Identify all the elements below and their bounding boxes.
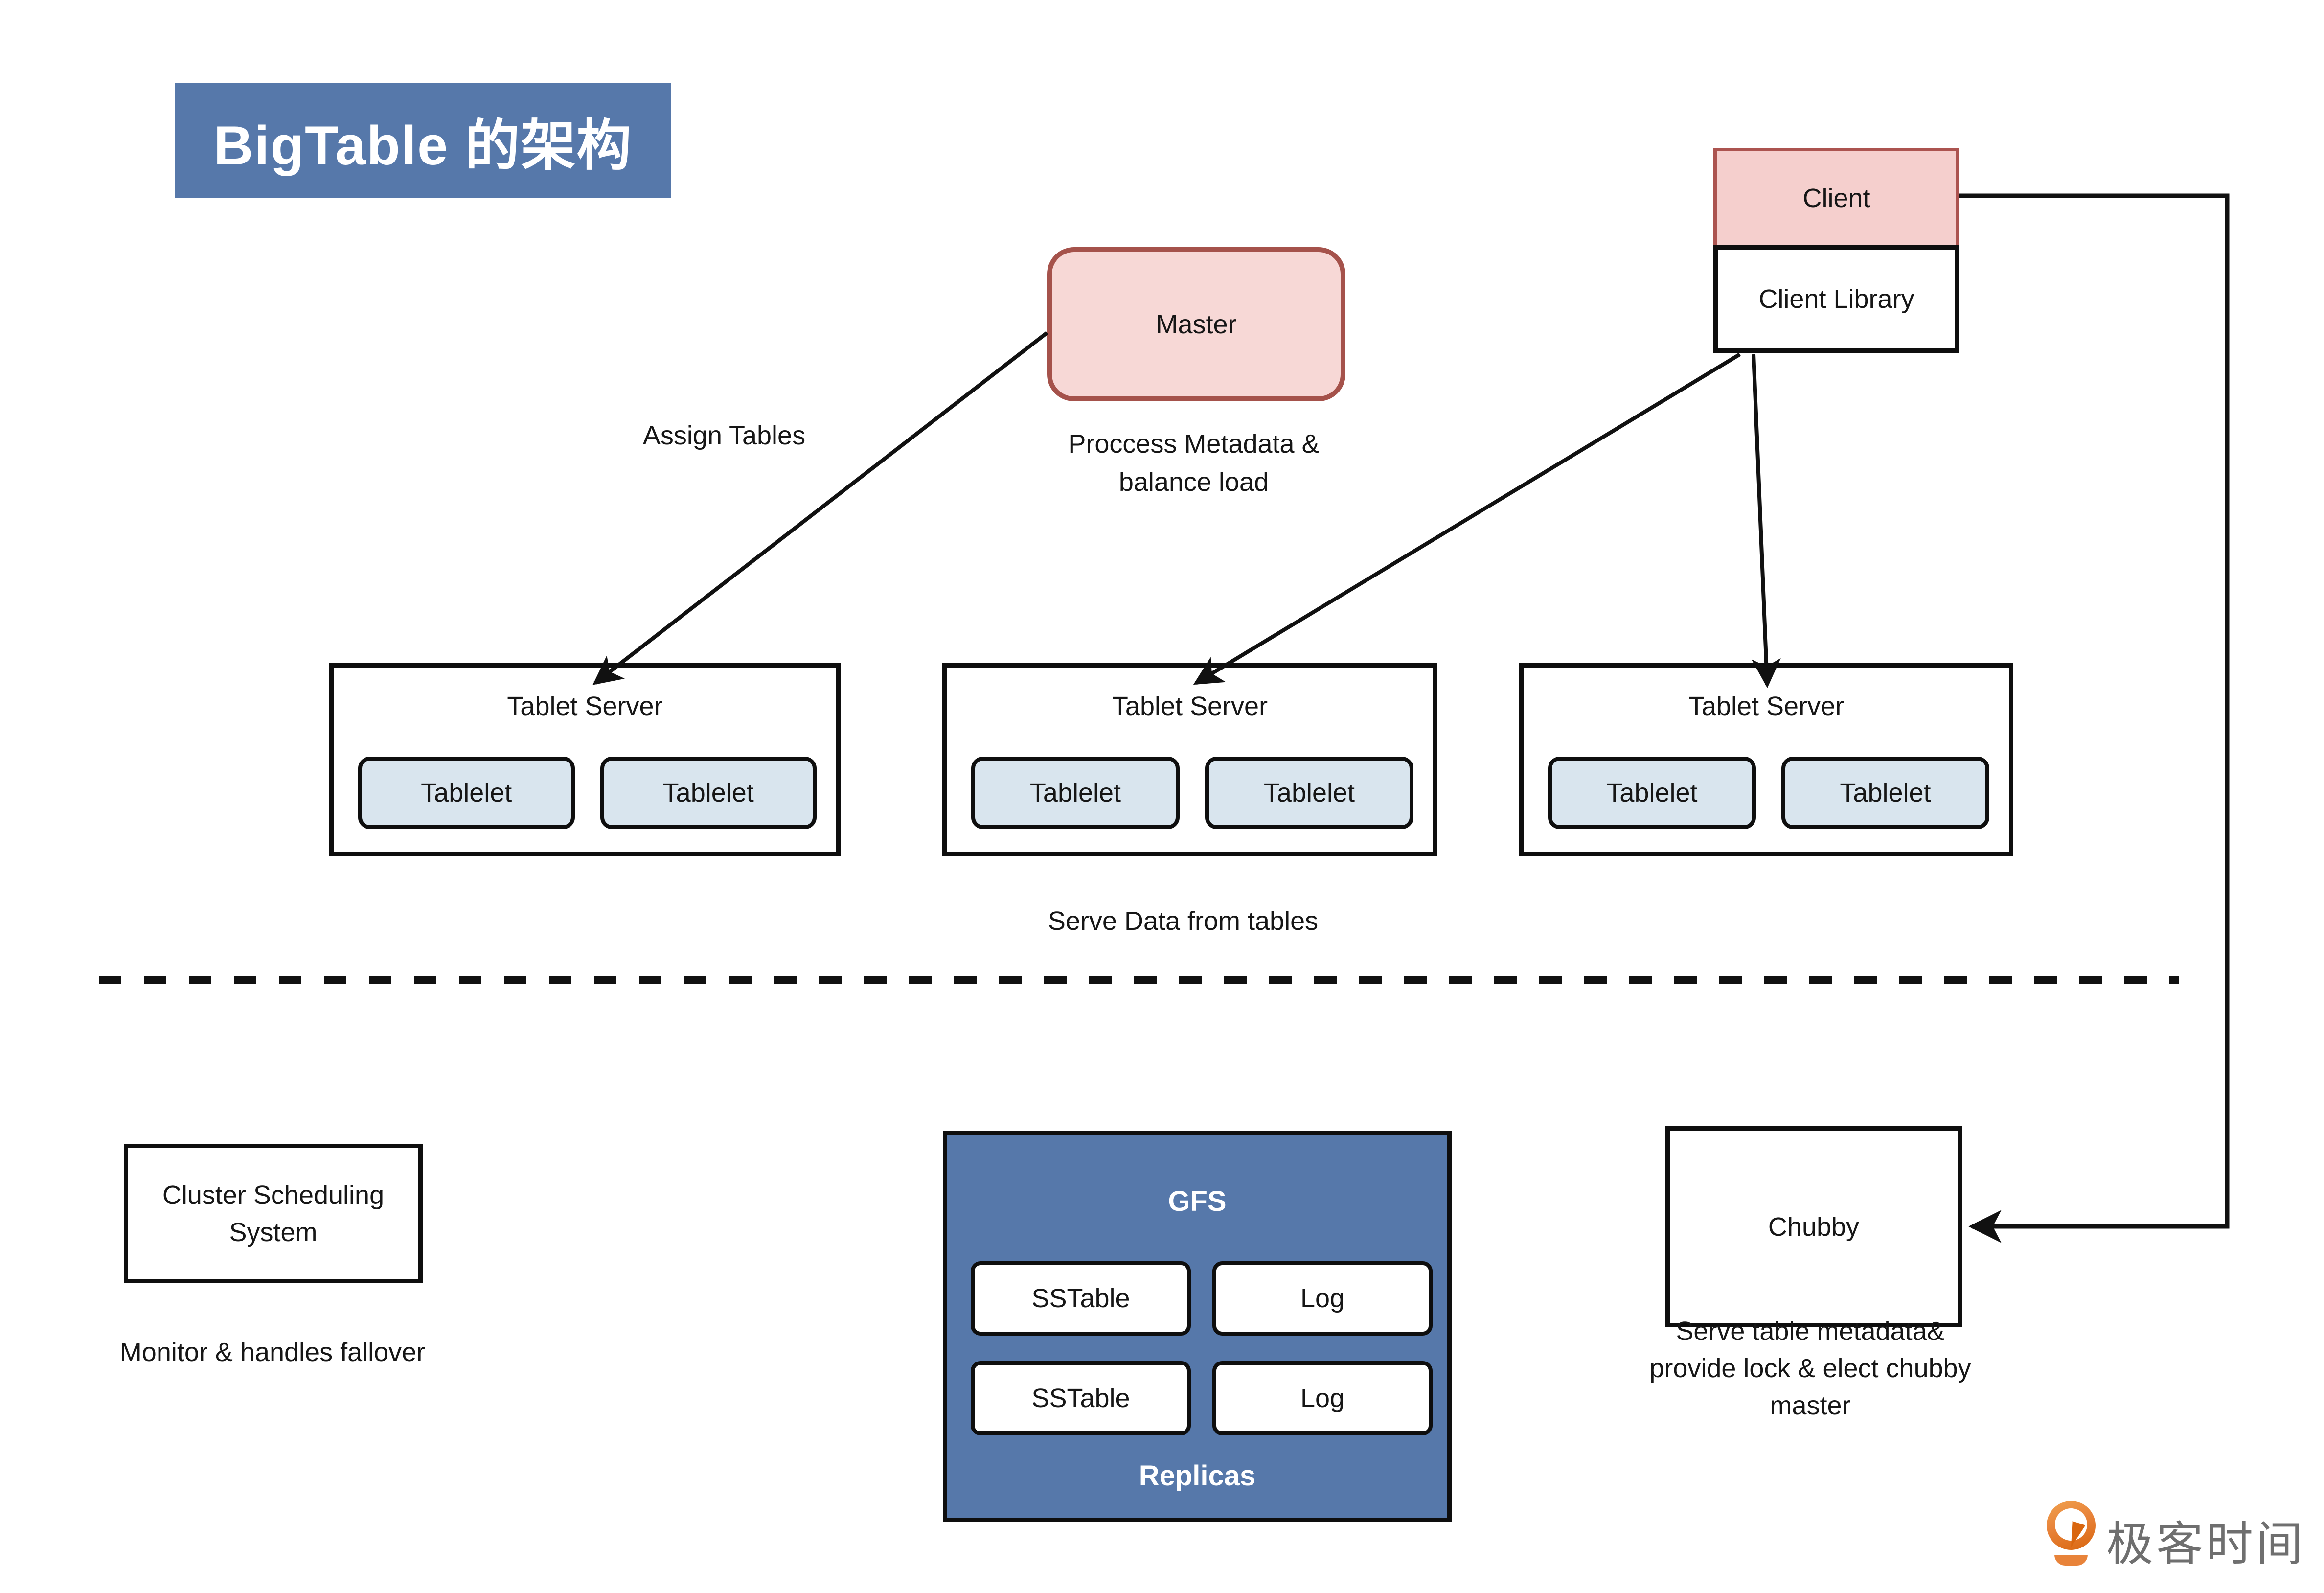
- tablet-server-2-tablets: Tablelet Tablelet: [971, 757, 1413, 829]
- tablelet-label: Tablelet: [1263, 778, 1355, 808]
- tablelet: Tablelet: [971, 757, 1180, 829]
- log-node: Log: [1212, 1361, 1433, 1435]
- gfs-node: GFS SSTable Log SSTable Log Replicas: [943, 1131, 1452, 1522]
- cluster-label-line2: System: [229, 1217, 318, 1247]
- master-node: Master: [1047, 247, 1345, 401]
- client-library-label: Client Library: [1758, 284, 1914, 314]
- chubby-caption-line2: provide lock & elect chubby: [1649, 1354, 1971, 1383]
- chubby-label: Chubby: [1768, 1212, 1860, 1242]
- log-label: Log: [1300, 1384, 1345, 1413]
- client-library-node: Client Library: [1713, 245, 1959, 353]
- sstable-node: SSTable: [971, 1361, 1191, 1435]
- tablelet-label: Tablelet: [421, 778, 512, 808]
- chubby-caption: Serve table metadata& provide lock & ele…: [1566, 1313, 2055, 1424]
- client-node: Client: [1713, 148, 1959, 245]
- tablelet: Tablelet: [1548, 757, 1756, 829]
- cluster-label-line1: Cluster Scheduling: [162, 1180, 385, 1210]
- log-label: Log: [1300, 1284, 1345, 1313]
- tablelet-label: Tablelet: [1606, 778, 1698, 808]
- arrow-master-to-server1: [592, 331, 1048, 685]
- cluster-scheduling-node: Cluster Scheduling System: [124, 1144, 423, 1283]
- master-label: Master: [1156, 309, 1237, 339]
- master-caption-line1: Proccess Metadata &: [1068, 429, 1320, 459]
- assign-tables-label: Assign Tables: [642, 421, 806, 450]
- tablet-server-2-label: Tablet Server: [1112, 692, 1268, 721]
- tablelet-label: Tablelet: [662, 778, 754, 808]
- chubby-caption-line1: Serve table metadata&: [1676, 1316, 1945, 1346]
- master-caption: Proccess Metadata & balance load: [998, 425, 1390, 501]
- sstable-label: SSTable: [1031, 1284, 1130, 1313]
- tablelet: Tablelet: [1781, 757, 1989, 829]
- arrow-client-to-server3: [1751, 354, 1781, 688]
- dashed-divider: [99, 976, 2179, 984]
- tablelet: Tablelet: [600, 757, 817, 829]
- cluster-caption: Monitor & handles fallover: [119, 1338, 426, 1367]
- chubby-caption-line3: master: [1770, 1391, 1851, 1420]
- geektime-logo-text: 极客时间: [2106, 1518, 2306, 1570]
- tablet-server-2: Tablet Server Tablelet Tablelet: [942, 663, 1437, 856]
- geektime-pin-icon: [2047, 1501, 2096, 1550]
- tablet-server-3: Tablet Server Tablelet Tablelet: [1519, 663, 2013, 856]
- arrow-client-to-server2: [1193, 352, 1741, 685]
- diagram-title: BigTable 的架构: [175, 83, 671, 198]
- tablelet-label: Tablelet: [1840, 778, 1931, 808]
- tablelet-label: Tablelet: [1029, 778, 1121, 808]
- tablet-server-1: Tablet Server Tablelet Tablelet: [329, 663, 841, 856]
- client-label: Client: [1802, 183, 1870, 213]
- tablet-server-3-tablets: Tablelet Tablelet: [1548, 757, 1989, 829]
- master-caption-line2: balance load: [1118, 467, 1269, 497]
- serve-data-label: Serve Data from tables: [1048, 906, 1319, 936]
- pin-inner-circle: [2055, 1508, 2087, 1541]
- tablet-server-1-tablets: Tablelet Tablelet: [358, 757, 817, 829]
- gfs-label: GFS: [1168, 1185, 1227, 1217]
- pin-smile-shape: [2054, 1555, 2088, 1566]
- tablelet: Tablelet: [358, 757, 575, 829]
- chubby-node: Chubby: [1665, 1126, 1962, 1327]
- sstable-node: SSTable: [971, 1261, 1191, 1336]
- log-node: Log: [1212, 1261, 1433, 1336]
- tablelet: Tablelet: [1205, 757, 1413, 829]
- tablet-server-3-label: Tablet Server: [1688, 692, 1845, 721]
- sstable-label: SSTable: [1031, 1384, 1130, 1413]
- tablet-server-1-label: Tablet Server: [507, 692, 663, 721]
- gfs-replicas-label: Replicas: [1139, 1460, 1256, 1492]
- diagram-title-text: BigTable 的架构: [213, 115, 633, 176]
- geektime-logo: 极客时间: [2040, 1495, 2314, 1578]
